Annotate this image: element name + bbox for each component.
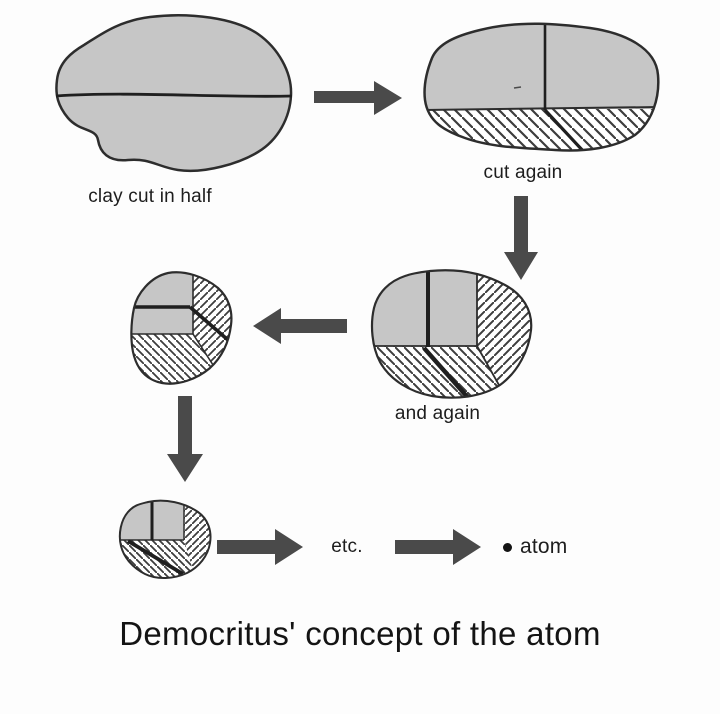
clay-outline	[423, 22, 660, 152]
clay-regions	[372, 270, 532, 398]
clay-lump-cut-third	[370, 269, 533, 399]
down-arrow-step4-icon	[167, 396, 203, 482]
right-arrow-step6-icon	[395, 529, 481, 565]
surface-speck	[513, 86, 522, 89]
step3-label: and again	[394, 403, 481, 424]
down-arrow-step2-icon	[504, 196, 538, 280]
cut-line-diagonal	[188, 305, 230, 342]
clay-regions	[131, 272, 232, 384]
atom-label: atom	[520, 535, 568, 558]
clay-regions	[424, 23, 659, 151]
clay-lump-cut-fourth	[130, 271, 233, 385]
cut-line-diagonal	[422, 346, 472, 398]
cut-line-diagonal	[127, 539, 184, 576]
etc-label: etc.	[331, 536, 363, 557]
step1-label: clay cut in half	[88, 186, 212, 207]
hatched-bottom	[131, 334, 215, 384]
cut-line-diagonal	[543, 108, 586, 151]
left-arrow-step3-icon	[253, 308, 347, 344]
atom-dot-icon	[503, 543, 512, 552]
clay-outline	[55, 14, 293, 173]
cut-line-horizontal	[55, 92, 293, 98]
clay-outline	[370, 269, 533, 399]
diagram-title: Democritus' concept of the atom	[119, 615, 601, 652]
right-arrow-step1-icon	[314, 81, 402, 115]
clay-outline	[130, 271, 233, 385]
clay-lump-cut-again	[423, 22, 660, 152]
right-arrow-step5-icon	[217, 529, 303, 565]
clay-lump-cut-in-half	[55, 14, 293, 173]
step2-label: cut again	[483, 162, 563, 183]
clay-lump-smallest	[118, 499, 212, 579]
clay-outline	[118, 499, 212, 579]
